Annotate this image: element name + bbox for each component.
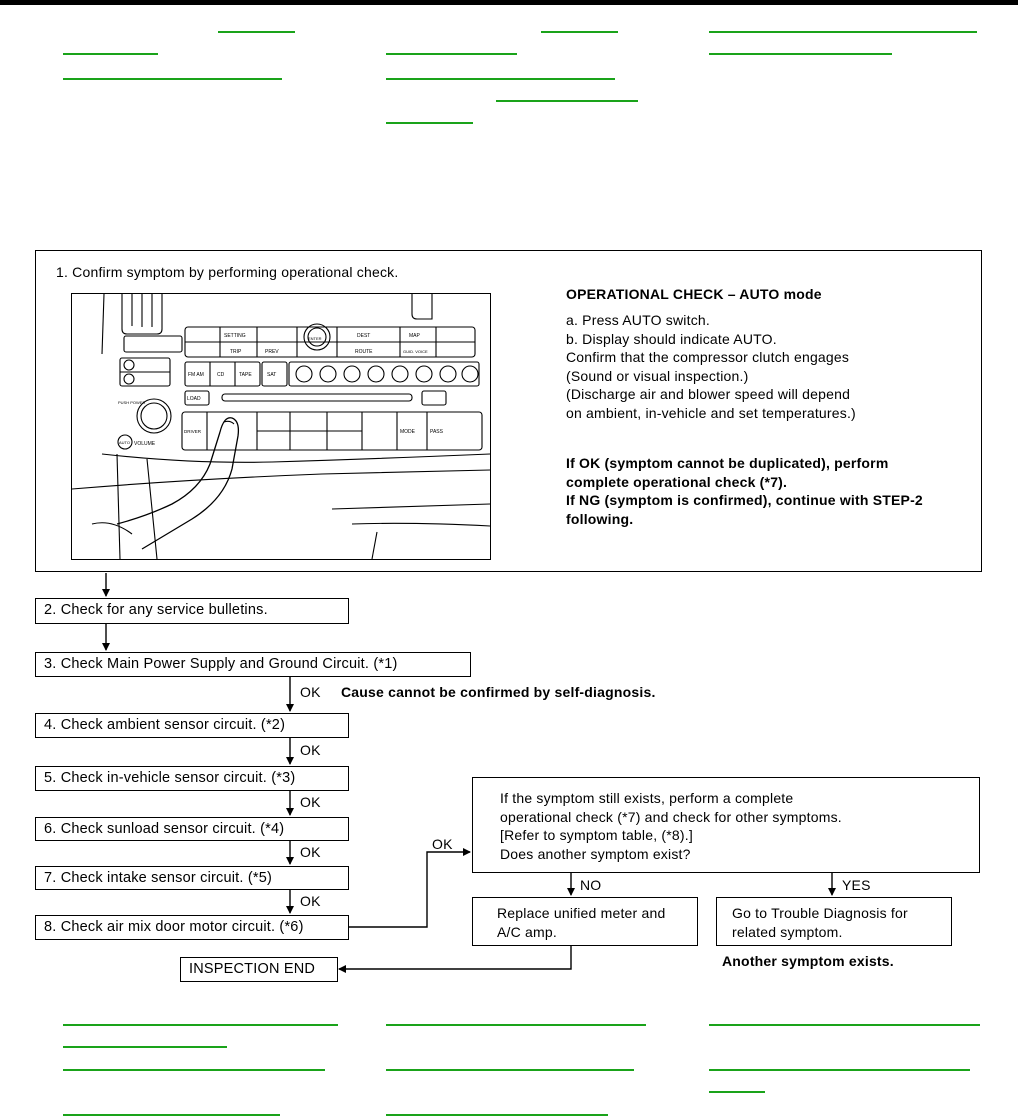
link[interactable] <box>386 122 473 124</box>
ok-label: OK <box>300 893 321 909</box>
link[interactable] <box>709 1069 970 1071</box>
link[interactable] <box>709 53 892 55</box>
link[interactable] <box>709 1024 980 1026</box>
operational-check-text: a. Press AUTO switch. b. Display should … <box>566 312 856 421</box>
panel-drawing: SETTING TRIP PREV ENTER DEST ROUTE MAP G… <box>72 294 490 559</box>
panel-cd-label: CD <box>217 372 225 378</box>
yes-label: YES <box>842 877 871 893</box>
panel-prev-label: PREV <box>265 349 279 355</box>
control-panel-illustration: SETTING TRIP PREV ENTER DEST ROUTE MAP G… <box>71 293 491 560</box>
replace-box: Replace unified meter and A/C amp. <box>472 897 698 946</box>
step1-box: 1. Confirm symptom by performing operati… <box>35 250 982 572</box>
panel-load-label: LOAD <box>187 396 201 402</box>
goto-text: Go to Trouble Diagnosis for related symp… <box>732 905 908 940</box>
link[interactable] <box>709 1091 765 1093</box>
panel-dest-label: DEST <box>357 333 370 339</box>
step-box: 8. Check air mix door motor circuit. (*6… <box>35 915 349 940</box>
step-box: 5. Check in-vehicle sensor circuit. (*3) <box>35 766 349 791</box>
panel-fmam-label: FM AM <box>188 372 204 378</box>
panel-route-label: ROUTE <box>355 349 373 355</box>
ok-label: OK <box>300 742 321 758</box>
self-diagnosis-note: Cause cannot be confirmed by self-diagno… <box>341 684 656 700</box>
step-box: 6. Check sunload sensor circuit. (*4) <box>35 817 349 841</box>
step-box: 3. Check Main Power Supply and Ground Ci… <box>35 652 471 677</box>
decision-box: If the symptom still exists, perform a c… <box>472 777 980 873</box>
link[interactable] <box>386 78 615 80</box>
panel-trip-label: TRIP <box>230 349 242 355</box>
link[interactable] <box>541 31 618 33</box>
link[interactable] <box>63 53 158 55</box>
link[interactable] <box>386 1069 634 1071</box>
panel-map-label: MAP <box>409 333 421 339</box>
replace-text: Replace unified meter and A/C amp. <box>497 905 666 940</box>
link[interactable] <box>63 78 282 80</box>
panel-power-label: PUSH POWER <box>118 400 145 405</box>
decision-text: If the symptom still exists, perform a c… <box>500 790 842 862</box>
panel-pass-label: PASS <box>430 429 444 435</box>
step-box: 4. Check ambient sensor circuit. (*2) <box>35 713 349 738</box>
link[interactable] <box>63 1069 325 1071</box>
panel-mode-label: MODE <box>400 429 416 435</box>
header-rule <box>0 0 1018 5</box>
step-box: 2. Check for any service bulletins. <box>35 598 349 624</box>
goto-box: Go to Trouble Diagnosis for related symp… <box>716 897 952 946</box>
step1-title: 1. Confirm symptom by performing operati… <box>56 264 399 280</box>
link[interactable] <box>386 1024 646 1026</box>
operational-check-result: If OK (symptom cannot be duplicated), pe… <box>566 455 923 527</box>
step-box: 7. Check intake sensor circuit. (*5) <box>35 866 349 890</box>
link[interactable] <box>709 31 977 33</box>
link[interactable] <box>386 53 517 55</box>
link[interactable] <box>386 1114 608 1116</box>
link[interactable] <box>218 31 295 33</box>
panel-sat-label: SAT <box>267 372 276 378</box>
ok-label: OK <box>300 684 321 700</box>
link[interactable] <box>63 1024 338 1026</box>
ok-label: OK <box>432 836 453 852</box>
panel-tape-label: TAPE <box>239 372 252 378</box>
ok-label: OK <box>300 844 321 860</box>
inspection-end-box: INSPECTION END <box>180 957 338 982</box>
operational-check-heading: OPERATIONAL CHECK – AUTO mode <box>566 286 822 302</box>
another-symptom-note: Another symptom exists. <box>722 953 894 969</box>
link[interactable] <box>63 1114 280 1116</box>
panel-setting-label: SETTING <box>224 333 246 339</box>
ok-label: OK <box>300 794 321 810</box>
link[interactable] <box>496 100 638 102</box>
panel-volume-label: VOLUME <box>134 441 156 447</box>
panel-driver-label: DRIVER <box>184 429 202 434</box>
panel-enter-label: ENTER <box>308 336 322 341</box>
panel-auto-label: AUTO <box>119 440 130 445</box>
no-label: NO <box>580 877 602 893</box>
panel-voice-label: GUID. VOICE <box>403 349 428 354</box>
link[interactable] <box>63 1046 227 1048</box>
